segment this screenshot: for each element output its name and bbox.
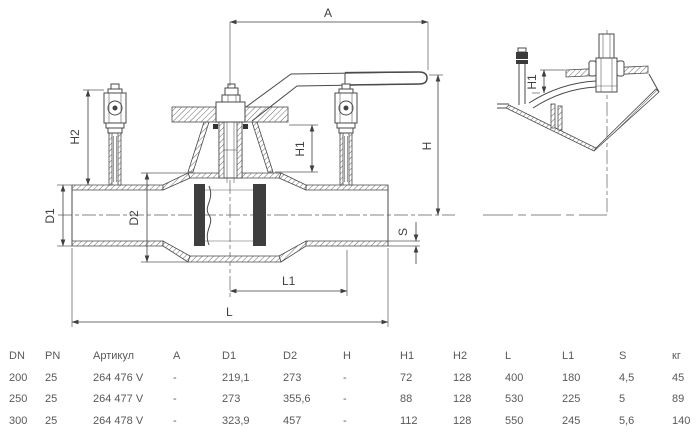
table-cell: 180 xyxy=(562,371,581,384)
table-cell: 400 xyxy=(505,371,524,384)
table-cell: 25 xyxy=(45,371,58,384)
detail-dim-label-h1: H1 xyxy=(525,74,539,90)
vent-fitting-left xyxy=(103,83,127,186)
col-header-kg: кг xyxy=(672,350,681,362)
dimension-h2: H2 xyxy=(68,89,104,186)
ball-and-seats xyxy=(194,184,266,246)
col-header-h: H xyxy=(343,350,351,362)
table-row: 200 25 264 476 V - 219,1 273 - 72 128 40… xyxy=(9,368,700,390)
dim-label-l: L xyxy=(226,305,233,319)
dim-label-d1: D1 xyxy=(43,208,57,224)
table-cell: 112 xyxy=(400,415,418,428)
dimension-l: L xyxy=(71,248,389,327)
dim-label-a: A xyxy=(324,6,332,20)
dim-label-h1: H1 xyxy=(293,141,307,157)
dimension-a: A xyxy=(229,6,429,86)
table-cell: - xyxy=(173,415,177,428)
col-header-a: A xyxy=(173,350,181,362)
table-cell: - xyxy=(343,371,347,384)
table-cell: 128 xyxy=(453,415,472,428)
table-cell: - xyxy=(173,393,177,406)
col-header-pn: PN xyxy=(45,350,61,362)
table-cell: 89 xyxy=(672,393,685,406)
table-cell: 264 476 V xyxy=(93,371,144,384)
col-header-d1: D1 xyxy=(222,350,237,362)
spec-table: DN PN Артикул A D1 D2 H H1 H2 L L1 S кг … xyxy=(9,346,700,433)
dim-label-d2: D2 xyxy=(127,210,141,226)
dimension-h: H xyxy=(420,74,443,216)
table-cell: 140 xyxy=(672,415,691,428)
dim-label-s: S xyxy=(396,228,410,236)
table-cell: 355,6 xyxy=(283,393,311,406)
table-cell: 273 xyxy=(283,371,302,384)
col-header-h2: H2 xyxy=(453,350,468,362)
table-cell: 45 xyxy=(672,371,685,384)
table-cell: - xyxy=(343,415,347,428)
dimension-l1: L1 xyxy=(229,250,348,296)
table-cell: 128 xyxy=(453,371,472,384)
table-cell: 550 xyxy=(505,415,524,428)
dimension-d1: D1 xyxy=(43,184,72,247)
col-header-d2: D2 xyxy=(283,350,298,362)
detail-view: H1 xyxy=(497,33,660,152)
vent-fitting-right xyxy=(334,83,358,186)
table-cell: 5,6 xyxy=(619,415,635,428)
table-row: 250 25 264 477 V - 273 355,6 - 88 128 53… xyxy=(9,389,700,411)
col-header-s: S xyxy=(619,350,627,362)
dim-label-l1: L1 xyxy=(282,274,296,288)
col-header-l1: L1 xyxy=(562,350,575,362)
table-cell: 4,5 xyxy=(619,371,635,384)
spec-table-header-row: DN PN Артикул A D1 D2 H H1 H2 L L1 S кг xyxy=(9,346,700,368)
table-cell: - xyxy=(173,371,177,384)
dimension-s: S xyxy=(388,222,420,264)
handle-lever xyxy=(245,71,428,122)
table-cell: 225 xyxy=(562,393,581,406)
table-cell: 25 xyxy=(45,415,58,428)
stem-assembly xyxy=(171,83,289,183)
table-cell: - xyxy=(343,393,347,406)
table-row: 300 25 264 478 V - 323,9 457 - 112 128 5… xyxy=(9,411,700,433)
dimension-d2: D2 xyxy=(127,172,188,263)
col-header-l: L xyxy=(505,350,512,362)
col-header-dn: DN xyxy=(9,350,25,362)
detail-dimension-h1: H1 xyxy=(525,69,565,94)
table-cell: 88 xyxy=(400,393,413,406)
col-header-article: Артикул xyxy=(93,350,135,362)
table-cell: 250 xyxy=(9,393,28,406)
table-cell: 128 xyxy=(453,393,472,406)
table-cell: 530 xyxy=(505,393,524,406)
table-cell: 273 xyxy=(222,393,241,406)
table-cell: 219,1 xyxy=(222,371,250,384)
col-header-h1: H1 xyxy=(400,350,415,362)
table-cell: 323,9 xyxy=(222,415,250,428)
table-cell: 264 477 V xyxy=(93,393,144,406)
dim-label-h: H xyxy=(420,142,434,151)
table-cell: 264 478 V xyxy=(93,415,144,428)
table-cell: 300 xyxy=(9,415,28,428)
table-cell: 25 xyxy=(45,393,58,406)
dim-label-h2: H2 xyxy=(68,129,82,145)
valve-technical-drawing: A H H1 H2 D1 D2 L1 xyxy=(43,6,660,327)
dimension-h1: H1 xyxy=(275,124,318,173)
table-cell: 457 xyxy=(283,415,302,428)
table-cell: 245 xyxy=(562,415,581,428)
table-cell: 5 xyxy=(619,393,626,406)
table-cell: 200 xyxy=(9,371,28,384)
table-cell: 72 xyxy=(400,371,413,384)
